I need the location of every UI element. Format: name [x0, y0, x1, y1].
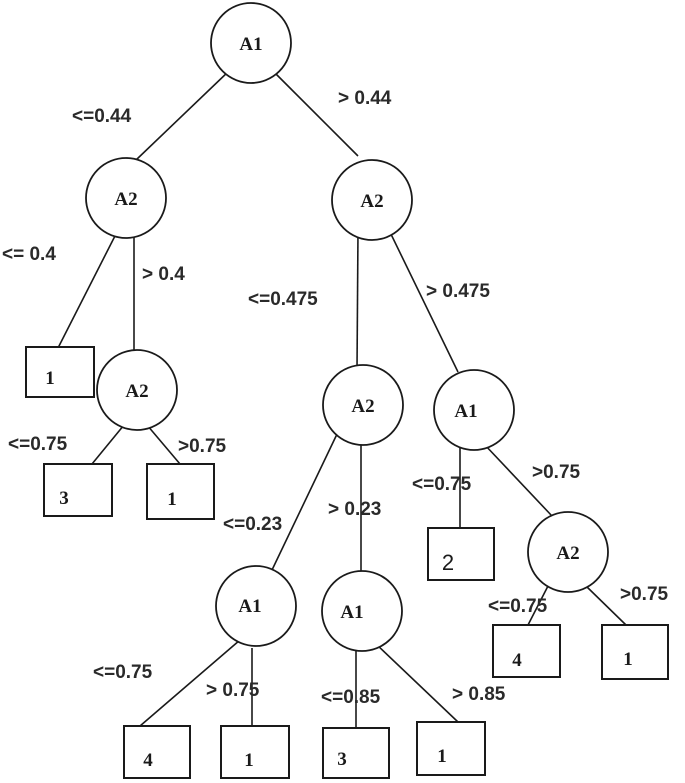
tree-node-a1-right: A1: [433, 369, 515, 451]
edge-label: <=0.475: [248, 289, 318, 310]
leaf-node: 1: [416, 721, 486, 776]
edge-label: > 0.475: [426, 281, 490, 302]
edge-label: > 0.44: [338, 88, 392, 109]
leaf-node: 1: [220, 725, 290, 779]
edge-label: > 0.75: [206, 680, 260, 701]
node-label: A2: [125, 381, 148, 402]
edge-label: <=0.44: [72, 106, 132, 127]
node-label: A1: [239, 34, 262, 55]
edge-label: >0.75: [178, 436, 227, 457]
tree-node-a1-root: A1: [210, 2, 292, 84]
node-label: A1: [454, 401, 477, 422]
leaf-label: 4: [143, 750, 153, 771]
edge-a2-right-to-a2-mid: [356, 229, 359, 371]
edge-a1-root-to-a2-left: [135, 69, 231, 161]
leaf-label: 4: [512, 650, 522, 671]
leaf-label: 1: [244, 750, 254, 771]
leaf-node: 2: [427, 527, 495, 581]
leaf-node: 4: [123, 725, 191, 779]
edge-a1-low-left-to-leaf-4: [139, 639, 241, 727]
edge-a1-root-to-a2-right: [275, 73, 359, 157]
leaf-label: 2: [442, 550, 454, 575]
node-label: A2: [556, 543, 579, 564]
edge-a2-right-to-a1-right: [387, 227, 459, 373]
edge-a2-far-to-leaf-4b: [527, 585, 549, 626]
node-label: A2: [351, 396, 374, 417]
node-label: A2: [360, 191, 383, 212]
edge-a1-right-to-a2-far: [483, 443, 553, 517]
edge-label: <=0.23: [223, 514, 282, 535]
tree-node-a2-lower-left: A2: [96, 349, 178, 431]
leaf-node: 3: [322, 727, 390, 779]
edge-label: <=0.75: [488, 596, 548, 617]
edge-label: <=0.75: [8, 434, 68, 455]
edge-label: > 0.4: [142, 264, 185, 285]
edge-label: <=0.85: [321, 687, 381, 708]
edge-a2-mid-to-a1-low-left: [271, 431, 339, 571]
leaf-label: 1: [167, 489, 177, 510]
tree-node-a1-low-right: A1: [321, 570, 403, 652]
edge-label: <=0.75: [93, 662, 153, 683]
leaf-node: 1: [601, 624, 669, 680]
leaf-label: 3: [59, 488, 69, 509]
node-label: A1: [238, 596, 261, 617]
leaf-node: 3: [43, 463, 113, 517]
edge-a2-lower-to-leaf-1b: [146, 424, 181, 465]
tree-node-a2-far-right: A2: [527, 511, 609, 593]
leaf-label: 1: [45, 368, 55, 389]
node-label: A2: [114, 189, 137, 210]
tree-node-a2-mid: A2: [322, 364, 404, 446]
edge-a1-low-right-to-leaf-1d: [375, 643, 459, 723]
edge-label: > 0.85: [452, 684, 506, 705]
edge-label: >0.75: [620, 584, 669, 605]
edge-label: <= 0.4: [2, 244, 56, 265]
edge-a2-lower-to-leaf-3: [91, 424, 125, 465]
tree-node-a2-right: A2: [331, 159, 413, 241]
tree-node-a2-left: A2: [85, 157, 167, 239]
node-label: A1: [340, 602, 363, 623]
leaf-label: 1: [623, 649, 633, 670]
edges: [57, 69, 627, 728]
edge-labels: <=0.44 > 0.44 <= 0.4 > 0.4 <=0.75 >0.75 …: [2, 88, 669, 708]
edge-label: <=0.75: [412, 474, 472, 495]
edge-a2-far-to-leaf-1e: [585, 585, 627, 626]
tree-node-a1-low-left: A1: [215, 565, 297, 647]
edge-label: >0.75: [532, 462, 581, 483]
edge-a2-left-to-leaf-1: [57, 231, 118, 349]
leaf-node: 4: [492, 624, 561, 678]
edge-label: > 0.23: [328, 499, 381, 520]
leaf-node: 1: [146, 463, 215, 520]
leaf-label: 3: [337, 749, 347, 770]
leaf-label: 1: [437, 746, 447, 767]
leaf-node: 1: [25, 346, 95, 398]
